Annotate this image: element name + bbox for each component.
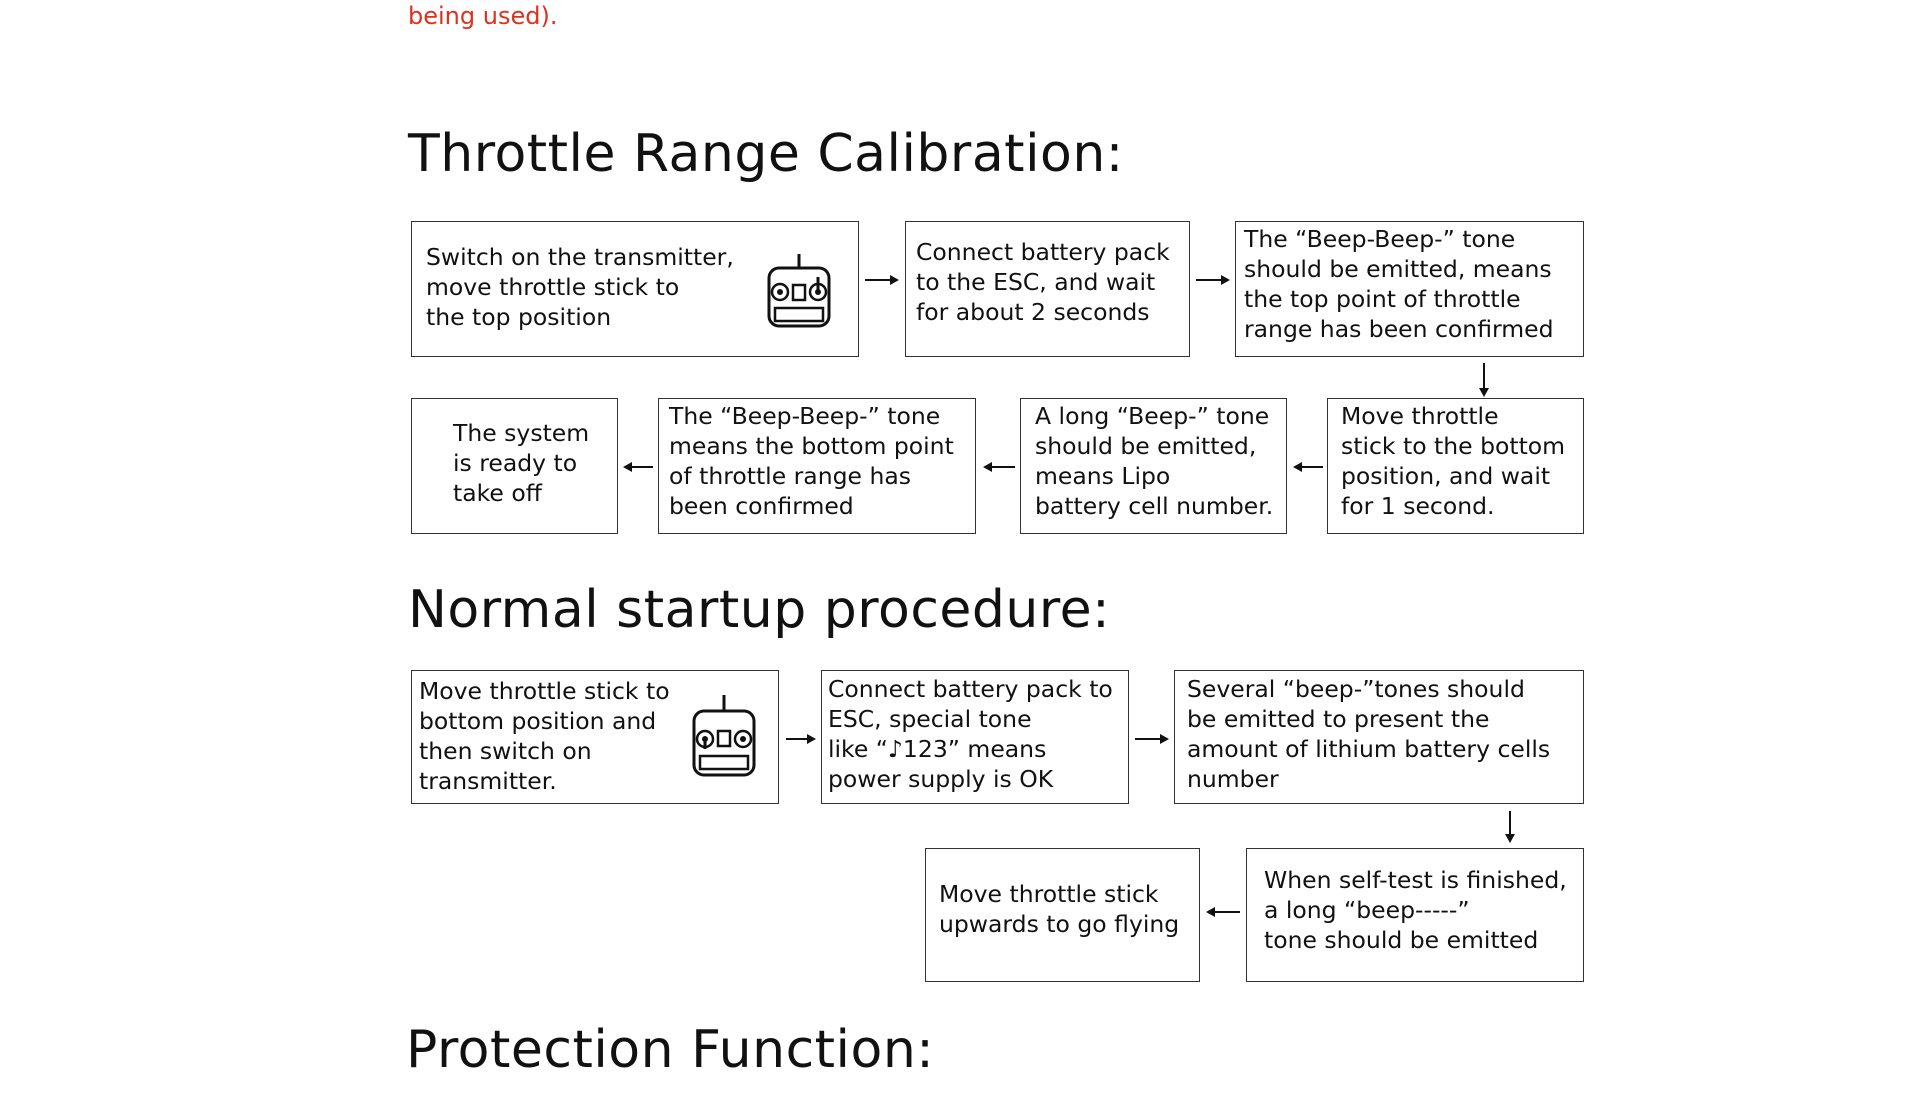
startup-step-4-text: When self-test is finished, a long “beep… xyxy=(1264,866,1567,954)
calibration-step-1-text: Switch on the transmitter, move throttle… xyxy=(426,243,734,331)
calibration-step-6: The “Beep-Beep-” tone means the bottom p… xyxy=(658,398,976,534)
startup-step-4: When self-test is finished, a long “beep… xyxy=(1246,848,1584,982)
arrow-icon xyxy=(865,275,899,285)
arrow-icon xyxy=(1196,275,1230,285)
arrow-icon xyxy=(623,462,653,472)
arrow-icon xyxy=(1293,462,1323,472)
calibration-step-2: Connect battery pack to the ESC, and wai… xyxy=(905,221,1190,357)
calibration-step-4: Move throttle stick to the bottom positi… xyxy=(1327,398,1584,534)
startup-step-3-text: Several “beep-”tones should be emitted t… xyxy=(1187,675,1551,793)
calibration-step-1: Switch on the transmitter, move throttle… xyxy=(411,221,859,357)
startup-step-5: Move throttle stick upwards to go flying xyxy=(925,848,1200,982)
transmitter-icon xyxy=(767,254,831,328)
calibration-step-3: The “Beep-Beep-” tone should be emitted,… xyxy=(1235,221,1584,357)
arrow-icon xyxy=(1206,907,1240,917)
startup-step-2-text: Connect battery pack to ESC, special ton… xyxy=(828,675,1113,793)
calibration-step-7-text: The system is ready to take off xyxy=(453,419,590,507)
calibration-step-7: The system is ready to take off xyxy=(411,398,618,534)
red-note-text: being used). xyxy=(408,2,558,30)
throttle-calibration-title: Throttle Range Calibration: xyxy=(408,124,1124,184)
normal-startup-title: Normal startup procedure: xyxy=(408,580,1111,640)
protection-function-title: Protection Function: xyxy=(406,1020,935,1080)
arrow-icon xyxy=(1479,363,1489,397)
startup-step-3: Several “beep-”tones should be emitted t… xyxy=(1174,670,1584,804)
startup-step-2: Connect battery pack to ESC, special ton… xyxy=(821,670,1129,804)
calibration-step-2-text: Connect battery pack to the ESC, and wai… xyxy=(916,238,1170,326)
startup-step-1: Move throttle stick to bottom position a… xyxy=(411,670,779,804)
calibration-step-6-text: The “Beep-Beep-” tone means the bottom p… xyxy=(669,402,954,520)
arrow-icon xyxy=(1505,811,1515,843)
calibration-step-4-text: Move throttle stick to the bottom positi… xyxy=(1341,402,1566,520)
calibration-step-5-text: A long “Beep-” tone should be emitted, m… xyxy=(1035,402,1274,520)
calibration-step-3-text: The “Beep-Beep-” tone should be emitted,… xyxy=(1244,225,1554,343)
arrow-icon xyxy=(786,734,816,744)
arrow-icon xyxy=(983,462,1015,472)
transmitter-icon xyxy=(692,695,756,777)
calibration-step-5: A long “Beep-” tone should be emitted, m… xyxy=(1020,398,1287,534)
startup-step-1-text: Move throttle stick to bottom position a… xyxy=(419,677,670,795)
startup-step-5-text: Move throttle stick upwards to go flying xyxy=(939,880,1180,938)
arrow-icon xyxy=(1135,734,1169,744)
